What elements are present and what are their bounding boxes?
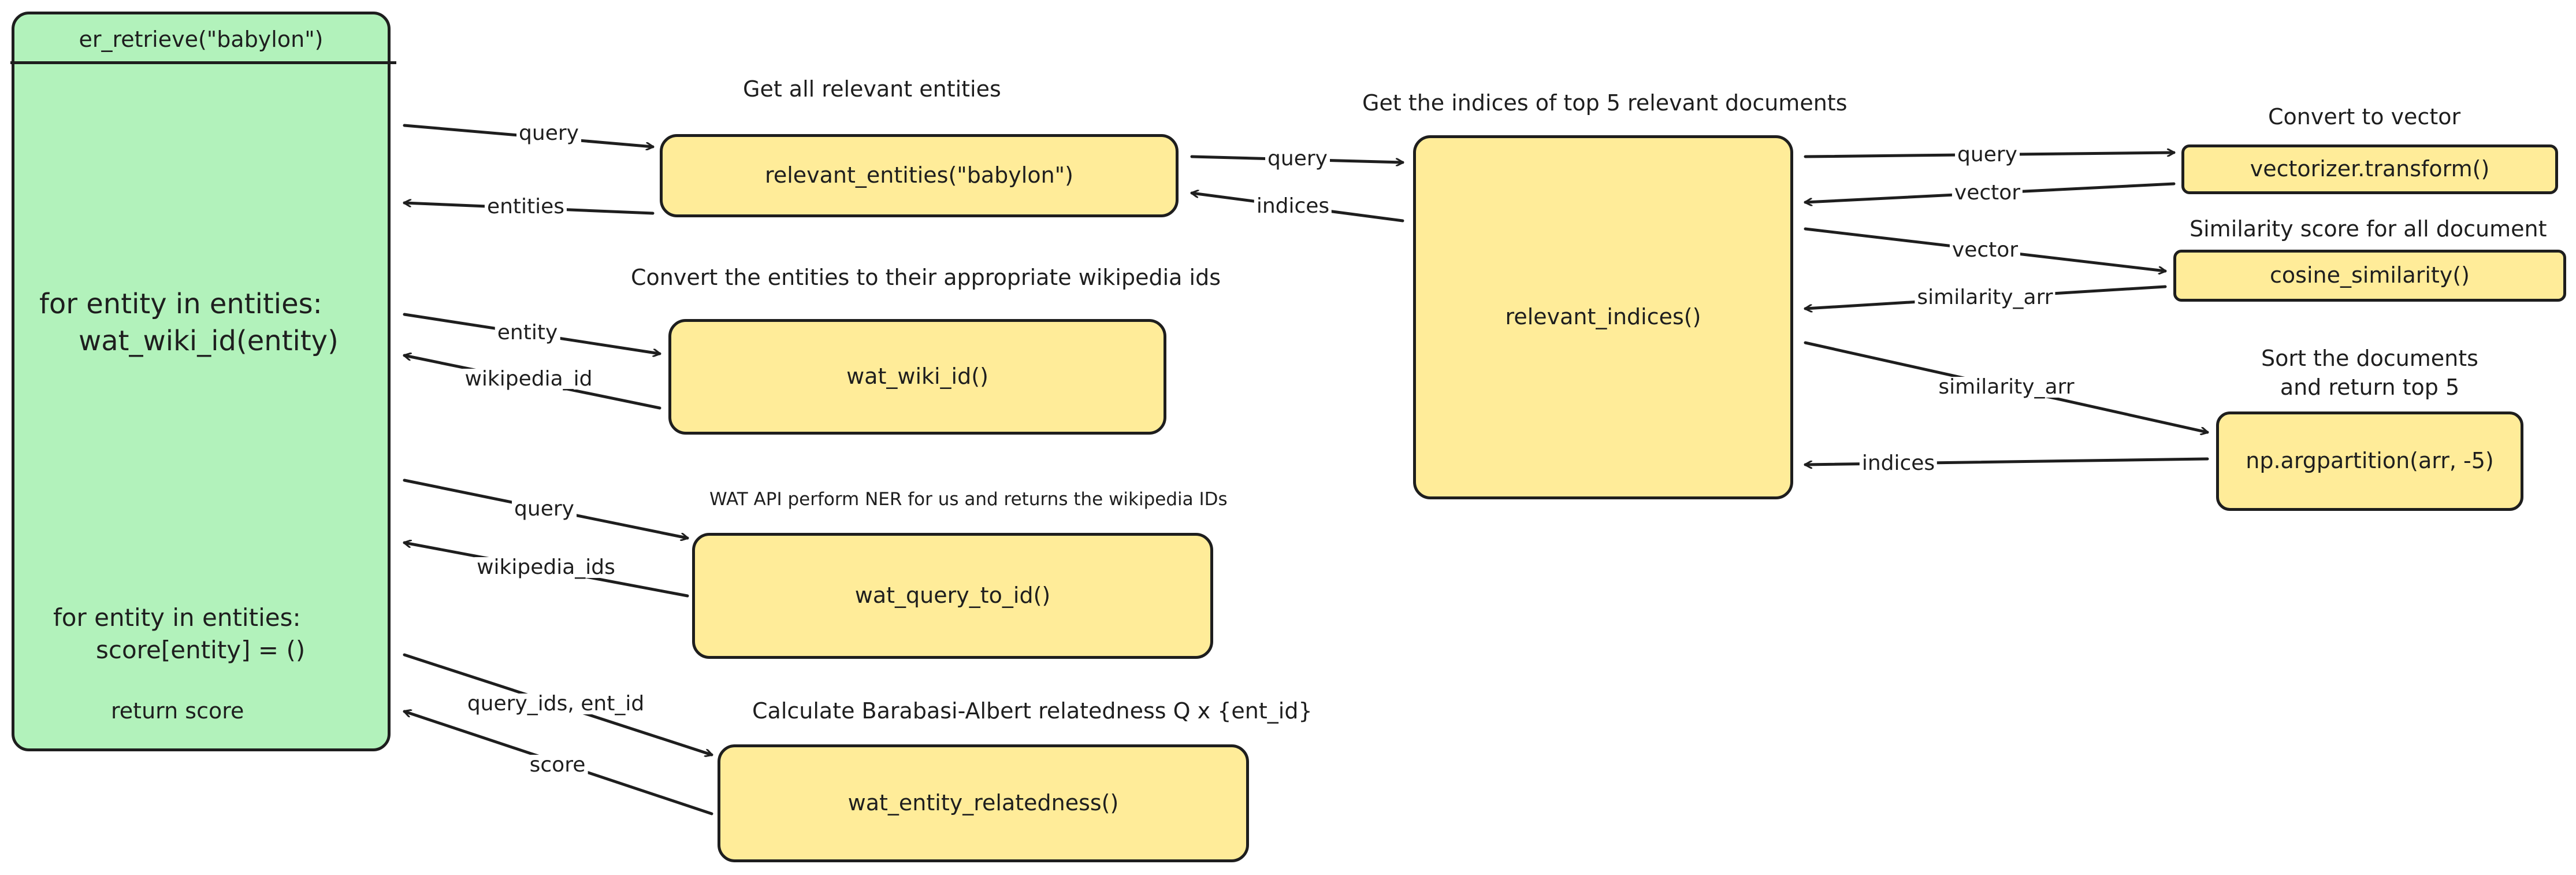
caption-sort-line1: Sort the documents	[2261, 346, 2478, 371]
edge-label-entity: entity	[495, 322, 560, 343]
edge-label-query-ids-ent-id: query_ids, ent_id	[464, 694, 647, 714]
panel-title: er_retrieve("babylon")	[79, 27, 324, 52]
edge-label-wikipedia-ids: wikipedia_ids	[474, 557, 618, 578]
wat-query-to-id-box: wat_query_to_id()	[692, 533, 1213, 659]
panel-header-divider	[10, 61, 396, 64]
edge-label-vector: vector	[1951, 183, 2023, 203]
loop2-line1: for entity in entities:	[53, 603, 301, 632]
relevant-entities-box: relevant_entities("babylon")	[660, 134, 1179, 217]
edge-label-query: query	[1265, 149, 1330, 169]
relevant-indices-box: relevant_indices()	[1413, 135, 1793, 499]
edge-label-query: query	[516, 123, 581, 144]
caption-similarity-score: Similarity score for all document	[2190, 216, 2547, 242]
vectorizer-transform-box: vectorizer.transform()	[2181, 144, 2558, 194]
wat-wiki-id-box: wat_wiki_id()	[668, 319, 1166, 435]
loop1-line2: wat_wiki_id(entity)	[79, 325, 339, 357]
caption-convert-vector: Convert to vector	[2268, 104, 2461, 129]
argpartition-box: np.argpartition(arr, -5)	[2216, 411, 2523, 511]
caption-wat-api: WAT API perform NER for us and returns t…	[709, 489, 1228, 510]
loop1-line1: for entity in entities:	[39, 288, 322, 320]
cosine-similarity-box: cosine_similarity()	[2173, 250, 2566, 302]
loop2-line2: score[entity] = ()	[96, 636, 306, 664]
edge-label-indices: indices	[1859, 453, 1938, 474]
edge-label-similarity-arr: similarity_arr	[1915, 287, 2055, 308]
er-retrieve-panel	[12, 12, 391, 751]
edge-label-wikipedia-id: wikipedia_id	[462, 369, 595, 390]
caption-top5-indices: Get the indices of top 5 relevant docume…	[1362, 90, 1848, 116]
caption-barabasi: Calculate Barabasi-Albert relatedness Q …	[752, 698, 1313, 724]
edge-label-entities: entities	[484, 196, 567, 217]
caption-get-entities: Get all relevant entities	[743, 76, 1001, 102]
return-line: return score	[111, 698, 244, 724]
edge-label-indices: indices	[1254, 196, 1332, 217]
edge-label-score: score	[527, 755, 588, 776]
caption-convert-entities: Convert the entities to their appropriat…	[631, 265, 1221, 290]
edge-label-vector: vector	[1949, 240, 2021, 261]
edge-label-query: query	[512, 499, 577, 520]
caption-sort-line2: and return top 5	[2280, 375, 2460, 400]
wat-entity-relatedness-box: wat_entity_relatedness()	[718, 744, 1249, 862]
edge-label-similarity-arr: similarity_arr	[1936, 377, 2077, 398]
edge-label-query: query	[1955, 144, 2020, 165]
